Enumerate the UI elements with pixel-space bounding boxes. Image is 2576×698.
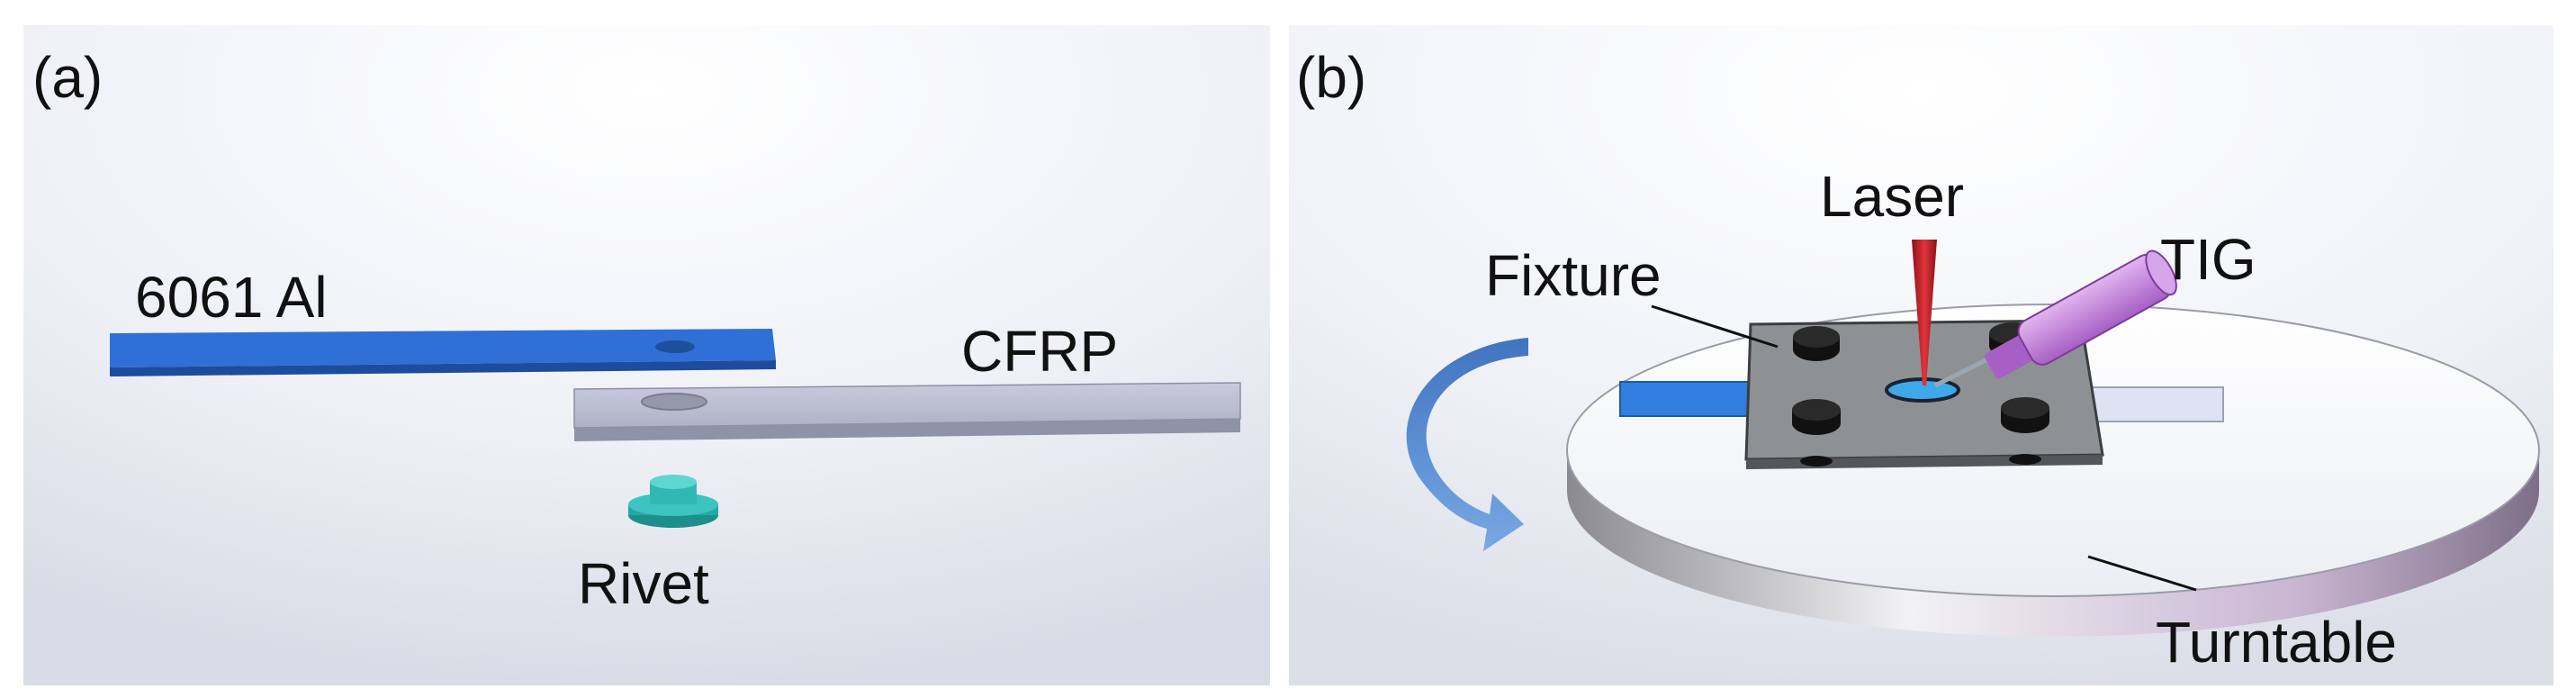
panel-a: (a) 6061 Al CFRP Rivet [23, 25, 1270, 685]
rivet [628, 475, 718, 528]
cfrp-strip [2089, 386, 2224, 422]
aluminum-label: 6061 Al [135, 265, 328, 330]
fixture-leader-line [1651, 304, 1779, 349]
rivet-label: Rivet [578, 551, 709, 616]
cfrp-plate [573, 382, 1241, 441]
fixture-clamp [2001, 397, 2049, 433]
turntable-leader-line [2087, 555, 2197, 592]
aluminum-strip [1619, 381, 1765, 417]
laser-label: Laser [1820, 164, 1964, 229]
turntable-label: Turntable [2156, 610, 2397, 675]
panel-a-label: (a) [32, 45, 103, 110]
fixture-label: Fixture [1485, 243, 1662, 308]
laser-beam [1912, 240, 1937, 385]
aluminum-plate-hole [655, 340, 695, 353]
panel-b: (b) Laser TIG Fixture Turntable [1289, 25, 2553, 685]
tig-torch [1933, 249, 2177, 388]
tig-label: TIG [2160, 227, 2256, 292]
rotation-arrow-icon [1406, 338, 1528, 551]
cfrp-plate-hole [641, 393, 707, 411]
fixture-clamp [1793, 326, 1840, 361]
fixture-clamp [1792, 399, 1841, 435]
cfrp-label: CFRP [961, 319, 1118, 384]
panel-b-label: (b) [1296, 45, 1366, 110]
aluminum-plate [110, 329, 776, 376]
